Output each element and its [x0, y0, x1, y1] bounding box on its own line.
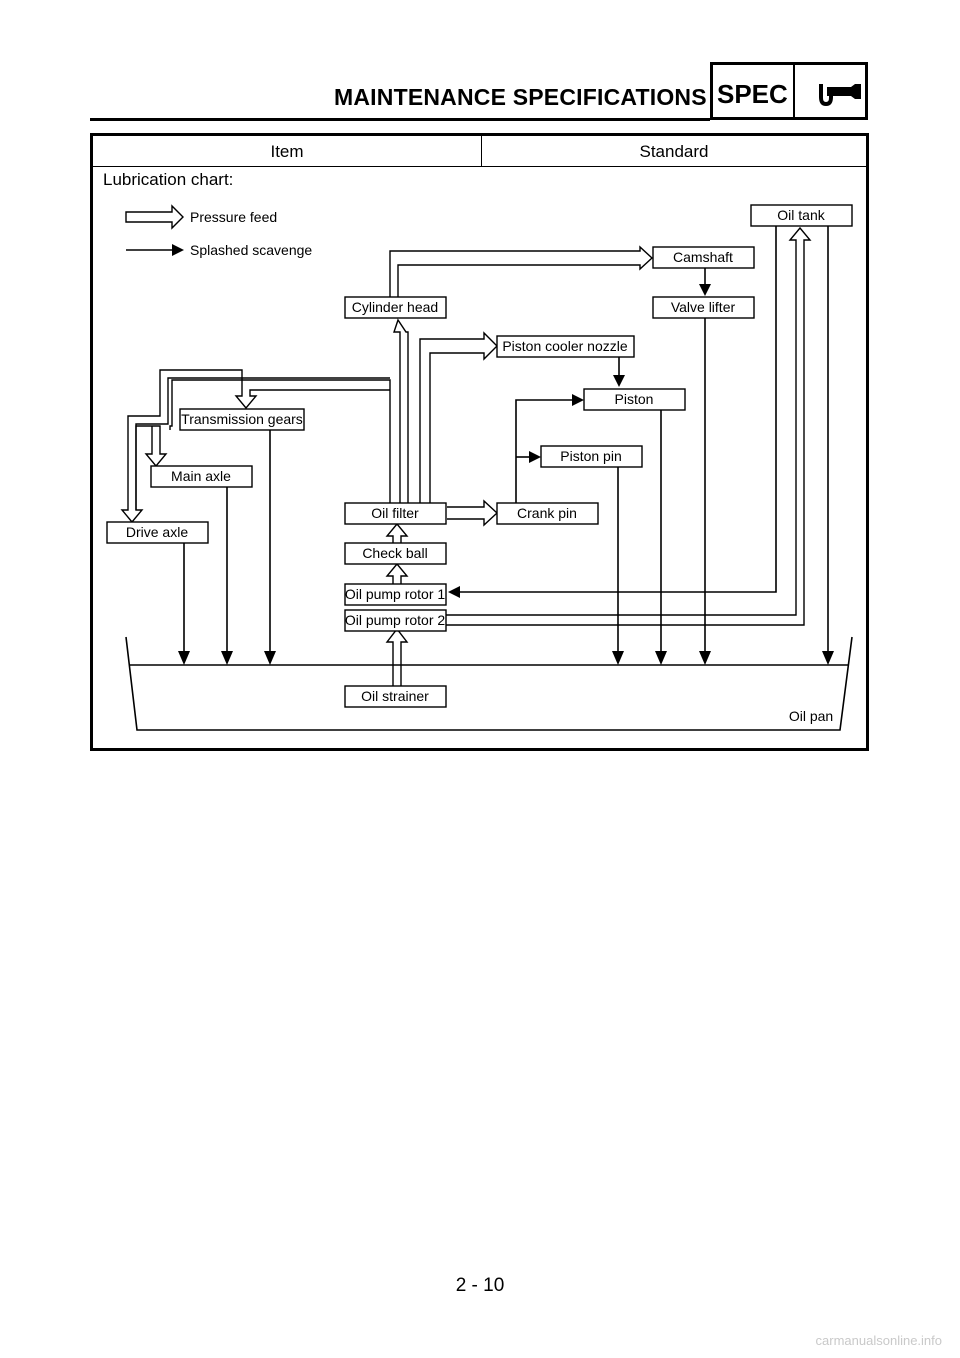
camshaft-label: Camshaft — [673, 249, 733, 265]
table-header-rule — [93, 166, 866, 167]
legend-pressure-feed: Pressure feed — [125, 204, 277, 230]
spec-table: Item Standard Lubrication chart: — [90, 133, 869, 751]
drive-axle-label: Drive axle — [126, 524, 188, 540]
oil-tank-label: Oil tank — [777, 207, 825, 223]
box-drive-axle — [106, 521, 209, 544]
box-oil-tank — [750, 204, 853, 227]
spec-label: SPEC — [717, 79, 788, 109]
main-axle-label: Main axle — [171, 468, 231, 484]
box-piston — [583, 388, 686, 411]
box-oil-pump-rotor-1 — [344, 583, 447, 606]
pressure-feed-lines — [120, 245, 654, 686]
legend-splashed-scavenge-label: Splashed scavenge — [190, 242, 312, 258]
table-column-rule — [481, 136, 482, 166]
box-check-ball — [344, 542, 447, 565]
piston-cooler-nozzle-label: Piston cooler nozzle — [502, 338, 628, 354]
legend-splashed-scavenge: Splashed scavenge — [126, 242, 312, 258]
oil-pan-label: Oil pan — [789, 708, 833, 724]
scavenge-lines — [178, 226, 834, 665]
oil-filter-label: Oil filter — [371, 505, 419, 521]
crank-pin-label: Crank pin — [517, 505, 577, 521]
box-oil-pump-rotor-2 — [344, 609, 447, 632]
oil-pan: Oil pan — [125, 636, 853, 731]
box-piston-pin — [540, 445, 643, 468]
oil-pump-rotor-1-label: Oil pump rotor 1 — [345, 586, 446, 602]
box-transmission-gears — [179, 408, 305, 431]
lubrication-diagram: .pipe { fill: none; stroke: #000; stroke… — [106, 204, 853, 731]
transmission-gears-label: Transmission gears — [181, 411, 303, 427]
box-oil-filter — [344, 502, 447, 525]
oil-strainer-label: Oil strainer — [361, 688, 429, 704]
cylinder-head-label: Cylinder head — [352, 299, 438, 315]
oil-pump-rotor-2-label: Oil pump rotor 2 — [345, 612, 446, 628]
page-title: MAINTENANCE SPECIFICATIONS — [334, 84, 707, 110]
header-rule — [90, 118, 710, 121]
spec-divider — [793, 65, 795, 117]
watermark: carmanualsonline.info — [815, 1333, 942, 1348]
box-camshaft — [652, 246, 755, 269]
box-cylinder-head — [344, 296, 447, 319]
page-number: 2 - 10 — [455, 1275, 505, 1296]
lubrication-chart-label: Lubrication chart: — [103, 170, 234, 189]
box-crank-pin — [496, 502, 599, 525]
spec-badge: SPEC — [710, 62, 868, 120]
column-header-item: Item — [270, 142, 304, 161]
box-main-axle — [150, 465, 253, 488]
box-oil-strainer — [344, 685, 447, 708]
check-ball-label: Check ball — [362, 545, 427, 561]
legend-pressure-feed-label: Pressure feed — [190, 209, 277, 225]
piston-pin-label: Piston pin — [560, 448, 621, 464]
valve-lifter-label: Valve lifter — [671, 299, 736, 315]
box-piston-cooler-nozzle — [496, 335, 635, 358]
wrench-icon — [819, 84, 861, 106]
piston-label: Piston — [615, 391, 654, 407]
box-valve-lifter — [652, 296, 755, 319]
component-boxes: Oil tank Camshaft Cylinder head Valve li… — [106, 204, 853, 708]
column-header-standard: Standard — [639, 142, 709, 161]
